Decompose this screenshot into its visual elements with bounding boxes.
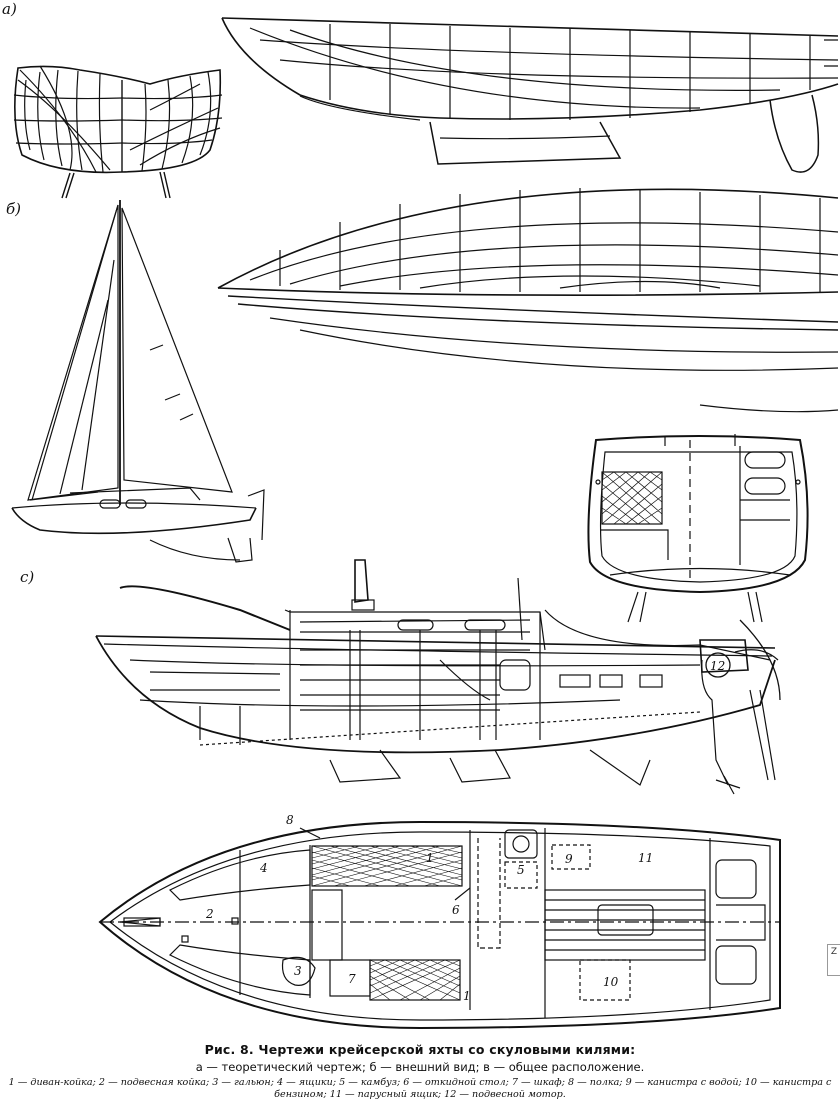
arrangement-profile-drawing	[95, 559, 781, 795]
sail-view-drawing	[11, 200, 265, 563]
marker-8: 8	[286, 813, 294, 827]
marker-12: 12	[710, 659, 725, 673]
edge-tab: Z	[827, 944, 840, 976]
marker-5: 5	[517, 863, 525, 877]
marker-6: 6	[452, 903, 460, 917]
marker-1-bottom: 1	[463, 989, 471, 1003]
figure-caption-legend: 1 — диван-койка; 2 — подвесная койка; 3 …	[8, 1077, 832, 1100]
half-breadth-drawing	[217, 188, 839, 413]
label-view-a: а)	[2, 0, 17, 18]
marker-2: 2	[205, 907, 214, 921]
label-view-c: с)	[20, 568, 35, 586]
figure-caption-subtitle: а — теоретический чертеж; б — внешний ви…	[195, 1060, 645, 1074]
marker-12-circle	[705, 652, 731, 678]
cross-section-drawing	[587, 434, 809, 623]
drawings-svg: 12 8 4 2 3 7 1 1 6 5 9 10 11	[11, 17, 839, 1030]
marker-11: 11	[638, 851, 653, 865]
label-view-b: б)	[6, 200, 22, 218]
marker-4: 4	[259, 861, 268, 875]
marker-1-top: 1	[426, 851, 434, 865]
marker-9: 9	[565, 852, 573, 866]
marker-7: 7	[348, 972, 356, 986]
marker-10: 10	[603, 975, 619, 989]
body-plan-drawing	[13, 65, 223, 199]
marker-3: 3	[294, 964, 302, 978]
figure-caption-title: Рис. 8. Чертежи крейсерской яхты со скул…	[204, 1042, 636, 1057]
plan-view-drawing	[98, 820, 781, 1030]
profile-drawing	[221, 17, 839, 173]
